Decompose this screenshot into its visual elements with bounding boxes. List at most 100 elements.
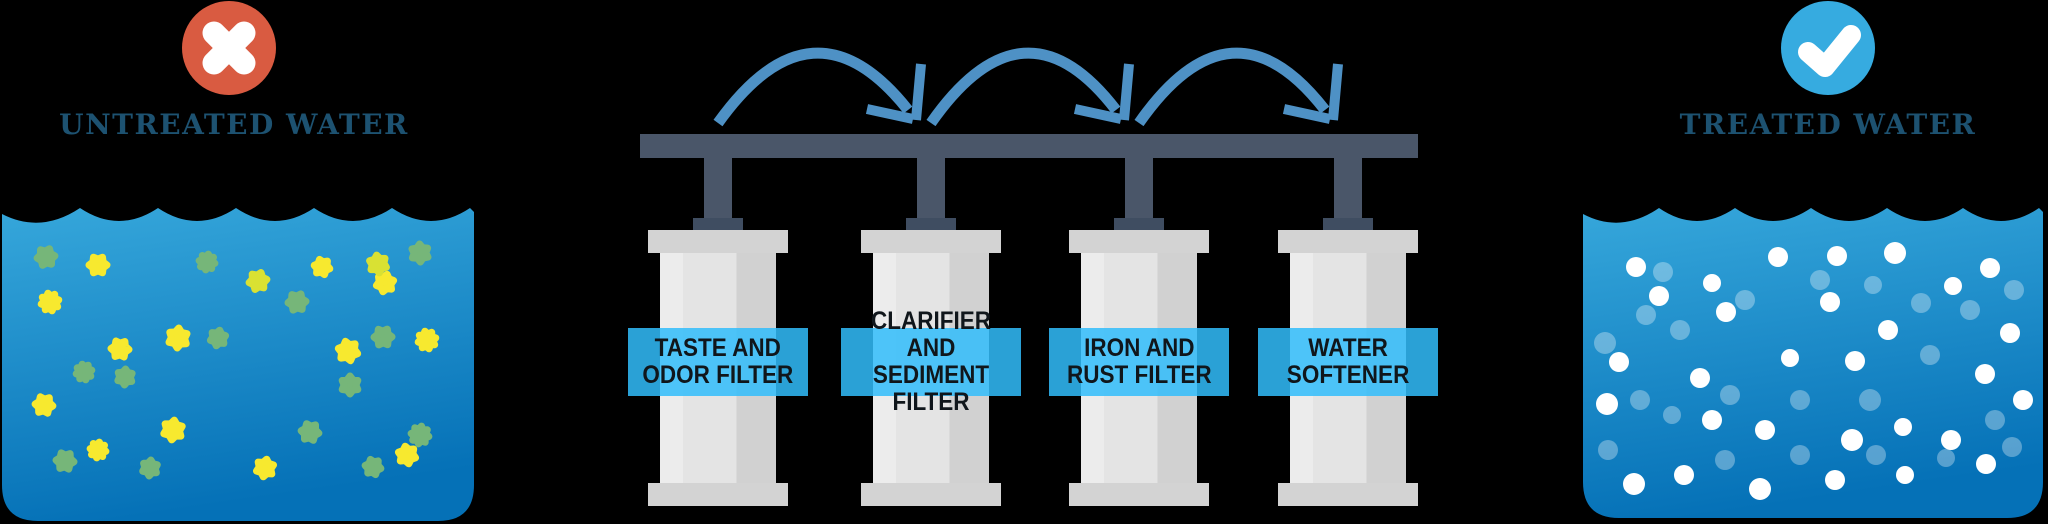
pipe-stem xyxy=(917,158,945,220)
particle-star xyxy=(160,416,186,444)
particle-star xyxy=(33,245,59,269)
filter-cap-bottom xyxy=(1069,483,1209,506)
particle-star xyxy=(245,269,271,293)
particle-star xyxy=(85,253,111,277)
contaminant-particles xyxy=(31,240,440,481)
bubble xyxy=(1878,320,1898,340)
bubble xyxy=(1845,351,1865,371)
bubble-faint xyxy=(1864,276,1882,294)
bubble xyxy=(1716,302,1736,322)
flow-arrow-barb xyxy=(911,63,926,121)
pipe xyxy=(640,134,1418,230)
particle-star xyxy=(366,251,390,277)
bubble xyxy=(1674,465,1694,485)
particle-star xyxy=(165,324,191,352)
water xyxy=(2,208,474,521)
bubble-faint xyxy=(1911,293,1931,313)
flow-arrow-arc xyxy=(1134,47,1330,127)
x-icon xyxy=(202,21,256,75)
pipe-stem xyxy=(1125,158,1153,220)
bubble xyxy=(1781,349,1799,367)
particle-star xyxy=(310,255,334,279)
bubble-faint xyxy=(2004,280,2024,300)
pipe-flange xyxy=(906,218,956,230)
flow-arrow-arc xyxy=(713,47,913,127)
bubble-faint xyxy=(1790,390,1810,410)
bubble xyxy=(1690,368,1710,388)
bubble xyxy=(1755,420,1775,440)
bubble xyxy=(1609,352,1629,372)
particle-star xyxy=(414,327,440,353)
flow-arrow-barb xyxy=(865,104,915,124)
particle-star xyxy=(408,240,432,266)
bubble-faint xyxy=(1859,389,1881,411)
check-icon xyxy=(1798,25,1861,77)
bubble xyxy=(1941,430,1961,450)
particle-star xyxy=(407,422,433,448)
pipe-manifold xyxy=(640,47,1418,230)
bubble xyxy=(1976,454,1996,474)
pipe-stem xyxy=(1334,158,1362,220)
particle-star xyxy=(284,290,310,314)
pipe-bar xyxy=(640,134,1418,158)
bubble-faint xyxy=(1920,345,1940,365)
filter-label-band: TASTE AND ODOR FILTER xyxy=(628,328,808,396)
filter-cap-bottom xyxy=(648,483,788,506)
pipe-stem xyxy=(704,158,732,220)
filter-column-taste-odor: TASTE AND ODOR FILTER xyxy=(623,230,813,506)
untreated-water-title: UNTREATED WATER xyxy=(59,108,409,141)
pipe-flange xyxy=(1114,218,1164,230)
bubble-faint xyxy=(1735,290,1755,310)
flow-arrow-arc xyxy=(926,47,1121,127)
filter-label-band: WATER SOFTENER xyxy=(1258,328,1438,396)
bubble-faint xyxy=(1810,270,1830,290)
bubble xyxy=(1623,473,1645,495)
bubble xyxy=(1896,466,1914,484)
filter-label: WATER SOFTENER xyxy=(1286,334,1410,389)
bubble xyxy=(1820,292,1840,312)
bubble-faint xyxy=(1715,450,1735,470)
flow-arrows xyxy=(713,47,1343,127)
bubble-faint xyxy=(1594,332,1616,354)
particle-star xyxy=(394,442,420,468)
treated-water-tank xyxy=(1583,208,2043,518)
pipe-flange xyxy=(693,218,743,230)
particle-star xyxy=(338,372,362,398)
bubble-faint xyxy=(1663,406,1681,424)
particle-star xyxy=(31,393,57,417)
untreated-water-tank xyxy=(2,208,474,521)
particle-star xyxy=(370,325,396,349)
untreated-badge xyxy=(182,1,276,95)
particle-star xyxy=(195,250,219,274)
filter-cap-top xyxy=(1278,230,1418,253)
filter-column-clarifier-sediment: CLARIFIER AND SEDIMENT FILTER xyxy=(836,230,1026,506)
filter-label-band: IRON AND RUST FILTER xyxy=(1049,328,1229,396)
bubble-faint xyxy=(1720,385,1740,405)
flow-arrow-barb xyxy=(1282,104,1332,124)
bubble xyxy=(1894,418,1912,436)
bubble xyxy=(1702,410,1722,430)
flow-arrow-barb xyxy=(1119,63,1134,121)
particle-star xyxy=(361,455,385,479)
particle-star xyxy=(372,270,398,296)
bubble-faint xyxy=(1653,262,1673,282)
pipe-flange xyxy=(1323,218,1373,230)
filter-label: IRON AND RUST FILTER xyxy=(1066,334,1212,389)
bubble xyxy=(1975,364,1995,384)
bubble xyxy=(1749,478,1771,500)
bubble-faint xyxy=(1598,440,1618,460)
filter-cap-bottom xyxy=(1278,483,1418,506)
filter-label-band: CLARIFIER AND SEDIMENT FILTER xyxy=(841,308,1021,416)
particle-star xyxy=(253,455,277,481)
filter-cap-top xyxy=(1069,230,1209,253)
particle-star xyxy=(37,289,63,315)
particle-star xyxy=(72,360,96,384)
bubble xyxy=(1649,286,1669,306)
bubble xyxy=(1944,277,1962,295)
bubble xyxy=(1703,274,1721,292)
bubble-faint xyxy=(1985,410,2005,430)
bubble-faint xyxy=(2002,437,2022,457)
bubble xyxy=(1825,470,1845,490)
particle-star xyxy=(86,438,110,462)
